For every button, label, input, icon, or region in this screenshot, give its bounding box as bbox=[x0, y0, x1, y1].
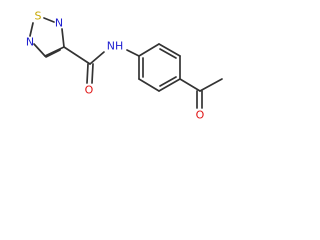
bond-carbonyl-o bbox=[86, 63, 89, 84]
bond-ring-acetyl bbox=[179, 78, 201, 92]
atom-amide-o: O bbox=[85, 84, 94, 97]
atom-n-top: N bbox=[55, 17, 63, 30]
atom-nh: NH bbox=[107, 40, 124, 53]
bond-carbonyl-o-double bbox=[91, 63, 94, 84]
bond-nh-ring bbox=[126, 49, 140, 57]
atom-labels: N S N NH O O bbox=[26, 10, 205, 122]
bonds bbox=[29, 17, 223, 109]
bond-c3-carbonyl bbox=[63, 46, 91, 65]
bond-ring-2-3-double bbox=[159, 48, 177, 59]
bond-n-top-c3 bbox=[61, 28, 65, 48]
bond-ring-4-5 bbox=[158, 78, 181, 92]
atom-acetyl-o: O bbox=[196, 109, 205, 122]
bond-c3-c4 bbox=[44, 46, 65, 57]
bond-ring-2-3 bbox=[158, 43, 181, 57]
bond-ring-5-6 bbox=[138, 78, 160, 92]
bond-n-left-s bbox=[29, 22, 34, 37]
bond-ring-1-2 bbox=[138, 43, 160, 57]
molecular-structure-diagram: N S N NH O O bbox=[26, 10, 223, 122]
bond-c4-n-left bbox=[33, 43, 46, 57]
bond-s-n-top bbox=[43, 17, 55, 23]
bond-ring-4-5-double bbox=[159, 76, 177, 87]
bond-carbonyl-nh bbox=[89, 51, 105, 65]
atom-s: S bbox=[35, 10, 42, 23]
bond-c3-c4-double bbox=[45, 49, 61, 58]
atom-n-left: N bbox=[26, 36, 34, 49]
bond-acetyl-methyl bbox=[199, 78, 223, 92]
